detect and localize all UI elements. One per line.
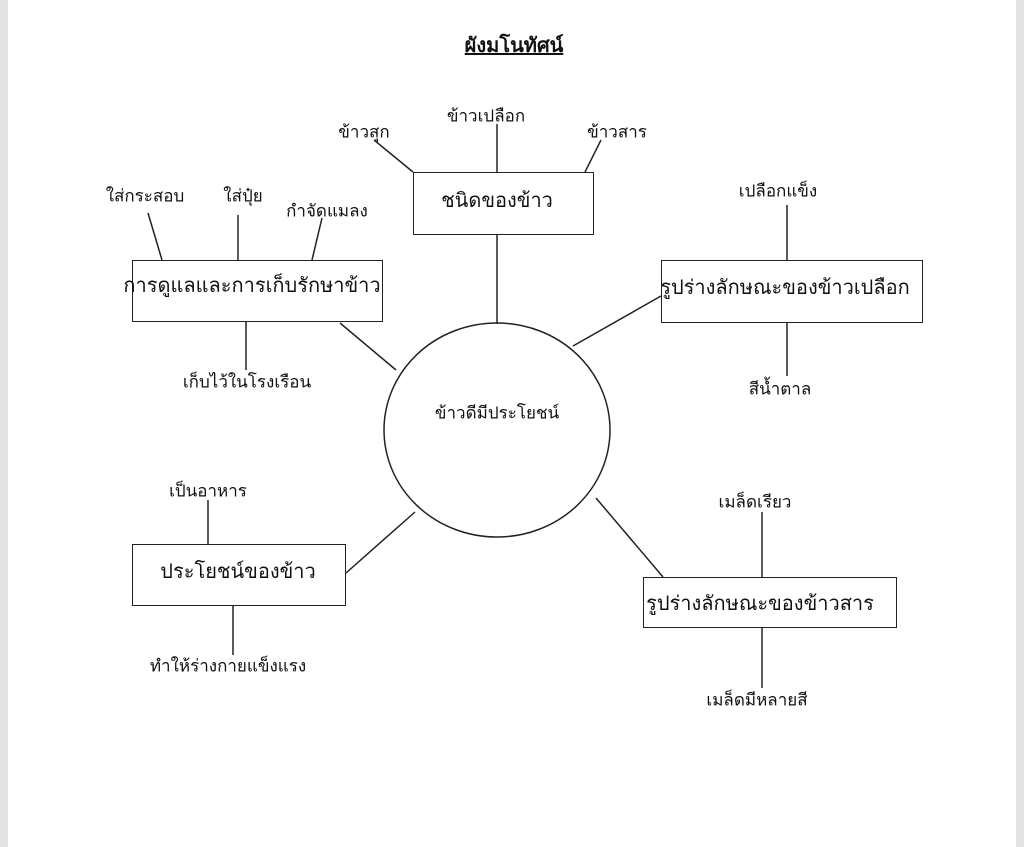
item-milled-rice: ข้าวสาร <box>587 122 647 142</box>
line-care-pests <box>311 217 323 261</box>
item-many-colors: เมล็ดมีหลายสี <box>706 690 808 710</box>
item-storage: เก็บไว้ในโรงเรือน <box>182 372 312 392</box>
right-margin <box>1016 0 1024 847</box>
diagram-title: ผังมโนทัศน์ <box>464 35 564 57</box>
line-types-cooked <box>373 139 414 173</box>
item-paddy-rice: ข้าวเปลือก <box>446 106 526 126</box>
item-hard-husk: เปลือกแข็ง <box>738 181 818 201</box>
box-paddy-label: รูปร่างลักษณะของข้าวเปลือก <box>660 277 910 299</box>
line-paddy-center <box>572 295 662 347</box>
box-benefits-label: ประโยชน์ของข้าว <box>160 561 316 583</box>
line-milled-center <box>595 497 664 578</box>
item-slender: เมล็ดเรียว <box>718 492 792 512</box>
box-care <box>132 260 383 322</box>
item-fertilizer: ใส่ปุ๋ย <box>223 186 263 206</box>
center-circle <box>383 322 611 538</box>
item-pests: กำจัดแมลง <box>286 201 368 221</box>
line-care-sack <box>147 212 163 261</box>
box-milled <box>643 577 897 628</box>
line-types-milled <box>584 139 602 173</box>
line-care-center <box>339 322 397 371</box>
box-care-label: การดูแลและการเก็บรักษาข้าว <box>123 275 381 297</box>
box-paddy <box>661 260 923 323</box>
item-cooked-rice: ข้าวสุก <box>338 122 390 142</box>
item-food: เป็นอาหาร <box>169 481 247 501</box>
box-milled-label: รูปร่างลักษณะของข้าวสาร <box>646 593 874 615</box>
box-types <box>413 172 594 235</box>
item-brown: สีน้ำตาล <box>748 379 812 399</box>
item-sack: ใส่กระสอบ <box>105 186 185 206</box>
box-types-label: ชนิดของข้าว <box>441 190 553 212</box>
item-strong: ทำให้ร่างกายแข็งแรง <box>149 656 307 676</box>
box-benefits <box>132 544 346 606</box>
left-margin <box>0 0 8 847</box>
center-label: ข้าวดีมีประโยชน์ <box>434 403 560 423</box>
line-benefits-center <box>345 511 416 574</box>
